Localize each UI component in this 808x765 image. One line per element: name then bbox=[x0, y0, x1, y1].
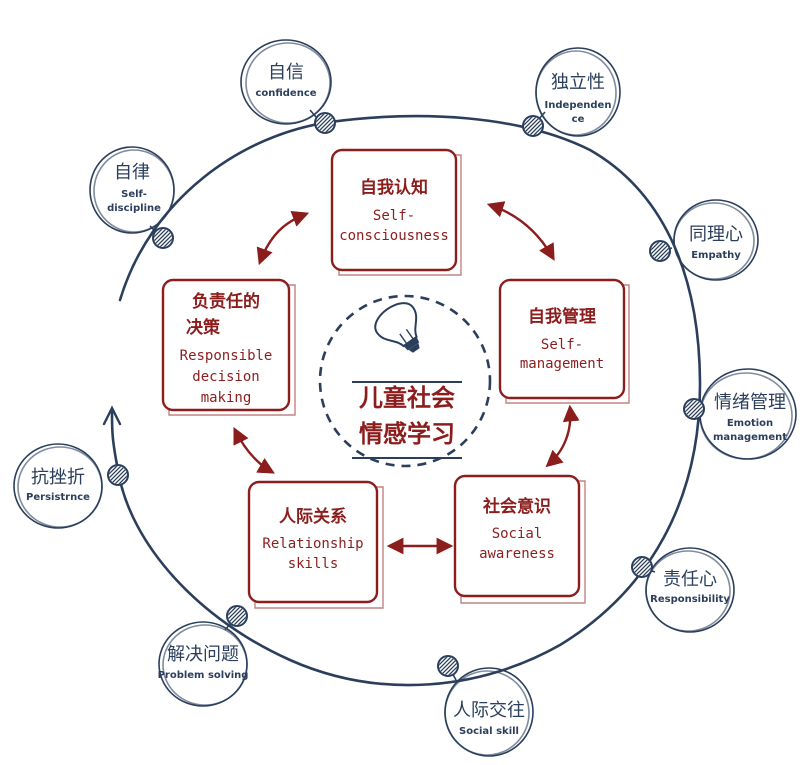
outer-bubble-independence: 独立性 Independen ce bbox=[532, 47, 621, 137]
arrow-relationship-decision bbox=[233, 426, 275, 474]
outer-bubble-self-discipline: 自律 Self- discipline bbox=[89, 146, 175, 239]
core-en: Responsible bbox=[180, 348, 273, 364]
outer-bubble-responsibility: 责任心 Responsibility bbox=[642, 547, 735, 633]
outer-bubble-social-skill: 人际交往 Social skill bbox=[444, 666, 534, 757]
core-en: Social bbox=[492, 526, 543, 542]
outer-en: Persistrnce bbox=[26, 492, 90, 503]
outer-en: Responsibility bbox=[650, 594, 730, 605]
core-cn: 自我认知 bbox=[360, 177, 428, 198]
outer-en: ce bbox=[572, 114, 585, 125]
core-en: making bbox=[201, 390, 252, 406]
ring-bead bbox=[631, 556, 653, 578]
arrow-decision-consciousness bbox=[256, 210, 310, 266]
core-cn: 自我管理 bbox=[528, 306, 596, 327]
arrow-consciousness-management bbox=[486, 201, 555, 261]
core-en: consciousness bbox=[339, 228, 449, 244]
outer-en: confidence bbox=[255, 88, 316, 99]
core-cn: 社会意识 bbox=[482, 496, 551, 517]
ring-beads bbox=[107, 112, 705, 677]
core-box-responsible-decision: 负责任的 决策 Responsible decision making bbox=[161, 278, 296, 416]
center-title-line1: 儿童社会 bbox=[359, 384, 455, 412]
core-box-relationship-skills: 人际关系 Relationship skills bbox=[247, 480, 384, 609]
outer-cn: 情绪管理 bbox=[714, 392, 786, 413]
outer-en: Independen bbox=[545, 100, 612, 111]
outer-bubble-persistence: 抗挫折 Persistrnce bbox=[13, 443, 103, 529]
ring-bead bbox=[314, 112, 336, 134]
core-box-self-consciousness: 自我认知 Self- consciousness bbox=[330, 148, 462, 276]
outer-cn: 人际交往 bbox=[453, 700, 525, 721]
core-cn: 负责任的 bbox=[192, 291, 260, 312]
arrow-management-awareness bbox=[545, 404, 580, 468]
core-en: skills bbox=[288, 556, 339, 572]
core-en: management bbox=[520, 356, 604, 372]
lightbulb-icon bbox=[374, 302, 420, 353]
outer-bubble-confidence: 自信 confidence bbox=[240, 39, 332, 125]
ring-bead bbox=[649, 240, 671, 262]
outer-bubble-problem-solving: 解决问题 Problem solving bbox=[158, 616, 249, 707]
outer-cn: 自律 bbox=[114, 162, 150, 183]
outer-en: Empathy bbox=[691, 250, 741, 261]
outer-cn: 责任心 bbox=[663, 569, 717, 590]
ring-bead bbox=[152, 227, 174, 249]
core-en: decision bbox=[192, 369, 259, 385]
ring-arrow-head bbox=[102, 405, 122, 426]
outer-bubble-empathy: 同理心 Empathy bbox=[659, 199, 759, 281]
core-cn: 决策 bbox=[186, 317, 221, 338]
outer-en: Problem solving bbox=[158, 670, 249, 681]
ring-bead bbox=[226, 605, 248, 627]
outer-cn: 解决问题 bbox=[167, 644, 239, 665]
outer-en: management bbox=[713, 432, 787, 443]
core-box-social-awareness: 社会意识 Social awareness bbox=[453, 474, 586, 604]
outer-en: Emotion bbox=[727, 418, 773, 429]
core-cn: 人际关系 bbox=[279, 506, 347, 527]
ring-bead bbox=[437, 655, 459, 677]
outer-cn: 独立性 bbox=[551, 72, 605, 93]
ring-bead bbox=[107, 464, 129, 486]
core-en: Self- bbox=[373, 208, 415, 224]
outer-en: Social skill bbox=[459, 726, 519, 737]
ring-bead bbox=[522, 115, 544, 137]
core-en: Relationship bbox=[262, 536, 363, 552]
outer-cn: 同理心 bbox=[689, 224, 743, 245]
core-box-self-management: 自我管理 Self- management bbox=[498, 278, 630, 404]
center-title-line2: 情感学习 bbox=[359, 420, 455, 448]
ring-bead bbox=[683, 398, 705, 420]
outer-en: Self- bbox=[121, 189, 147, 200]
core-en: awareness bbox=[479, 546, 555, 562]
outer-cn: 抗挫折 bbox=[31, 467, 85, 488]
outer-bubble-emotion-management: 情绪管理 Emotion management bbox=[699, 368, 797, 460]
center-dashed-circle bbox=[318, 294, 492, 468]
outer-en: discipline bbox=[107, 203, 161, 214]
core-en: Self- bbox=[541, 337, 583, 353]
outer-cn: 自信 bbox=[268, 62, 304, 83]
